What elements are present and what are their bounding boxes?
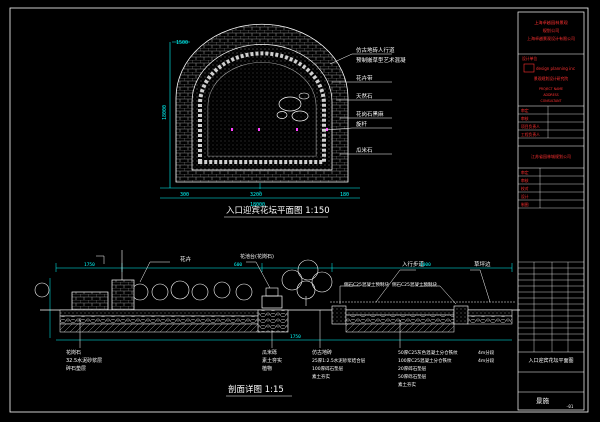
section-label-granite: 花岗石	[66, 349, 81, 356]
section-label-soil-3: 素土夯实	[398, 381, 416, 388]
plan-dim-5: 1500	[176, 40, 188, 46]
firm-line-3: 上海卓越景观设计有限公司	[527, 35, 575, 41]
drawing-number: 景施	[536, 396, 550, 405]
project-address: ADDRESS	[543, 93, 558, 97]
section-view: 花卉 花池台(花岗石) 入行步道 草坪边 侧石C25混凝土预制块 侧石C25混凝…	[34, 250, 520, 397]
section-label-lawn-edge: 草坪边	[474, 260, 491, 268]
section-label-gravel-100: 100厚碎石垫层	[312, 365, 344, 372]
plan-label-granite: 花岗石黑麻	[356, 110, 384, 118]
section-label-melon-gravel: 瓜米砾	[262, 349, 277, 356]
section-note-segment-1: 4m分段	[478, 349, 495, 356]
plan-label-bollard: 旋杆	[356, 120, 368, 128]
firm-line-1: 上海卓越园林景观	[534, 19, 568, 26]
plan-dim-height: 18000	[162, 105, 168, 120]
section-label-soil-1: 素土夯实	[262, 357, 282, 364]
drawing-frame	[9, 7, 589, 413]
plan-label-gravel: 瓜米石	[356, 146, 373, 154]
plan-dim-1: 300	[180, 192, 189, 198]
drawing-name: 入口迎宾花坛平面图	[528, 357, 573, 364]
title-block: 上海卓越园林景观 规划公司 上海卓越景观设计有限公司 设计单位 design p…	[517, 11, 585, 411]
section-label-plants: 植物	[262, 365, 272, 372]
firm-logo-icon	[523, 63, 535, 73]
section-note-segment-2: 4m分段	[478, 357, 495, 364]
section-label-planter: 花池台(花岗石)	[240, 253, 274, 260]
plan-label-paving: 仿古地砖人行道	[356, 46, 395, 54]
plan-title: 入口迎宾花坛平面图 1:150	[226, 205, 330, 216]
plan-dim-2: 3200	[250, 192, 262, 198]
client-note: 江苏省园林城规划公司	[531, 153, 571, 159]
row-project-lead: 项目负责人	[521, 124, 540, 129]
row-review: 审核	[521, 116, 529, 121]
section-dim-1: 1750	[84, 262, 95, 268]
section-label-concrete-100: 100厚C25混凝土分仓铁纹	[398, 357, 452, 364]
row-approve: 审定	[521, 108, 529, 113]
row2-design: 设计	[521, 194, 529, 199]
section-label-walkway: 入行步道	[402, 260, 425, 268]
section-dim-4: 600	[234, 262, 242, 268]
row2-approve: 审定	[521, 170, 529, 175]
row-engineering-lead: 工程负责人	[521, 132, 540, 137]
section-title: 剖面详图 1:15	[228, 384, 284, 395]
section-label-flower: 花卉	[180, 255, 192, 263]
plan-view: 18000 300 3200 18000 180 1500 仿古地砖人行道 预制…	[160, 23, 406, 218]
section-label-curb-left: 侧石C25混凝土预制块	[344, 281, 389, 288]
row2-check: 校对	[521, 186, 529, 191]
section-label-antique-tile: 仿古地砖	[312, 349, 332, 356]
row2-review: 审核	[521, 178, 529, 183]
plan-dim-3: 18000	[250, 202, 265, 208]
section-label-gravel-20: 20厚碎石垫层	[398, 365, 427, 372]
plan-label-flower-band: 花卉带	[356, 74, 373, 82]
section-label-mortar: 32.5水泥砂浆层	[66, 357, 102, 364]
plan-dim-4: 180	[340, 192, 349, 198]
project-name: PROJECT NAME	[539, 87, 563, 91]
sheet-number: -01	[566, 404, 574, 409]
row2-draft: 制图	[521, 202, 529, 207]
section-label-mortar-bond: 25厚1:2.5水泥砂浆结合层	[312, 357, 366, 364]
section-label-concrete-50: 50厚C25灰色混凝土分仓铁纹	[398, 349, 458, 356]
project-consultant: CONSULTANT	[540, 99, 561, 103]
section-label-curb-right: 侧石C25混凝土预制块	[392, 281, 437, 288]
firm-line-2: 规划公司	[543, 27, 560, 34]
plan-label-grass-concrete: 预制嵌草型艺术混凝	[356, 56, 406, 64]
section-label-soil-2: 素土夯实	[312, 373, 330, 380]
section-dim-3: 1000	[420, 262, 431, 268]
design-unit-label: 设计单位	[522, 56, 537, 61]
plan-label-natural-stone: 天然石	[356, 92, 373, 100]
section-label-gravel-50: 50厚砾石垫层	[398, 373, 427, 380]
section-label-gravel-bed: 碎石垫层	[66, 365, 86, 372]
logo-text: design planning inc	[536, 66, 575, 71]
design-institute: 景观规划设计研究院	[534, 76, 568, 81]
section-dim-2: 1750	[290, 334, 301, 340]
